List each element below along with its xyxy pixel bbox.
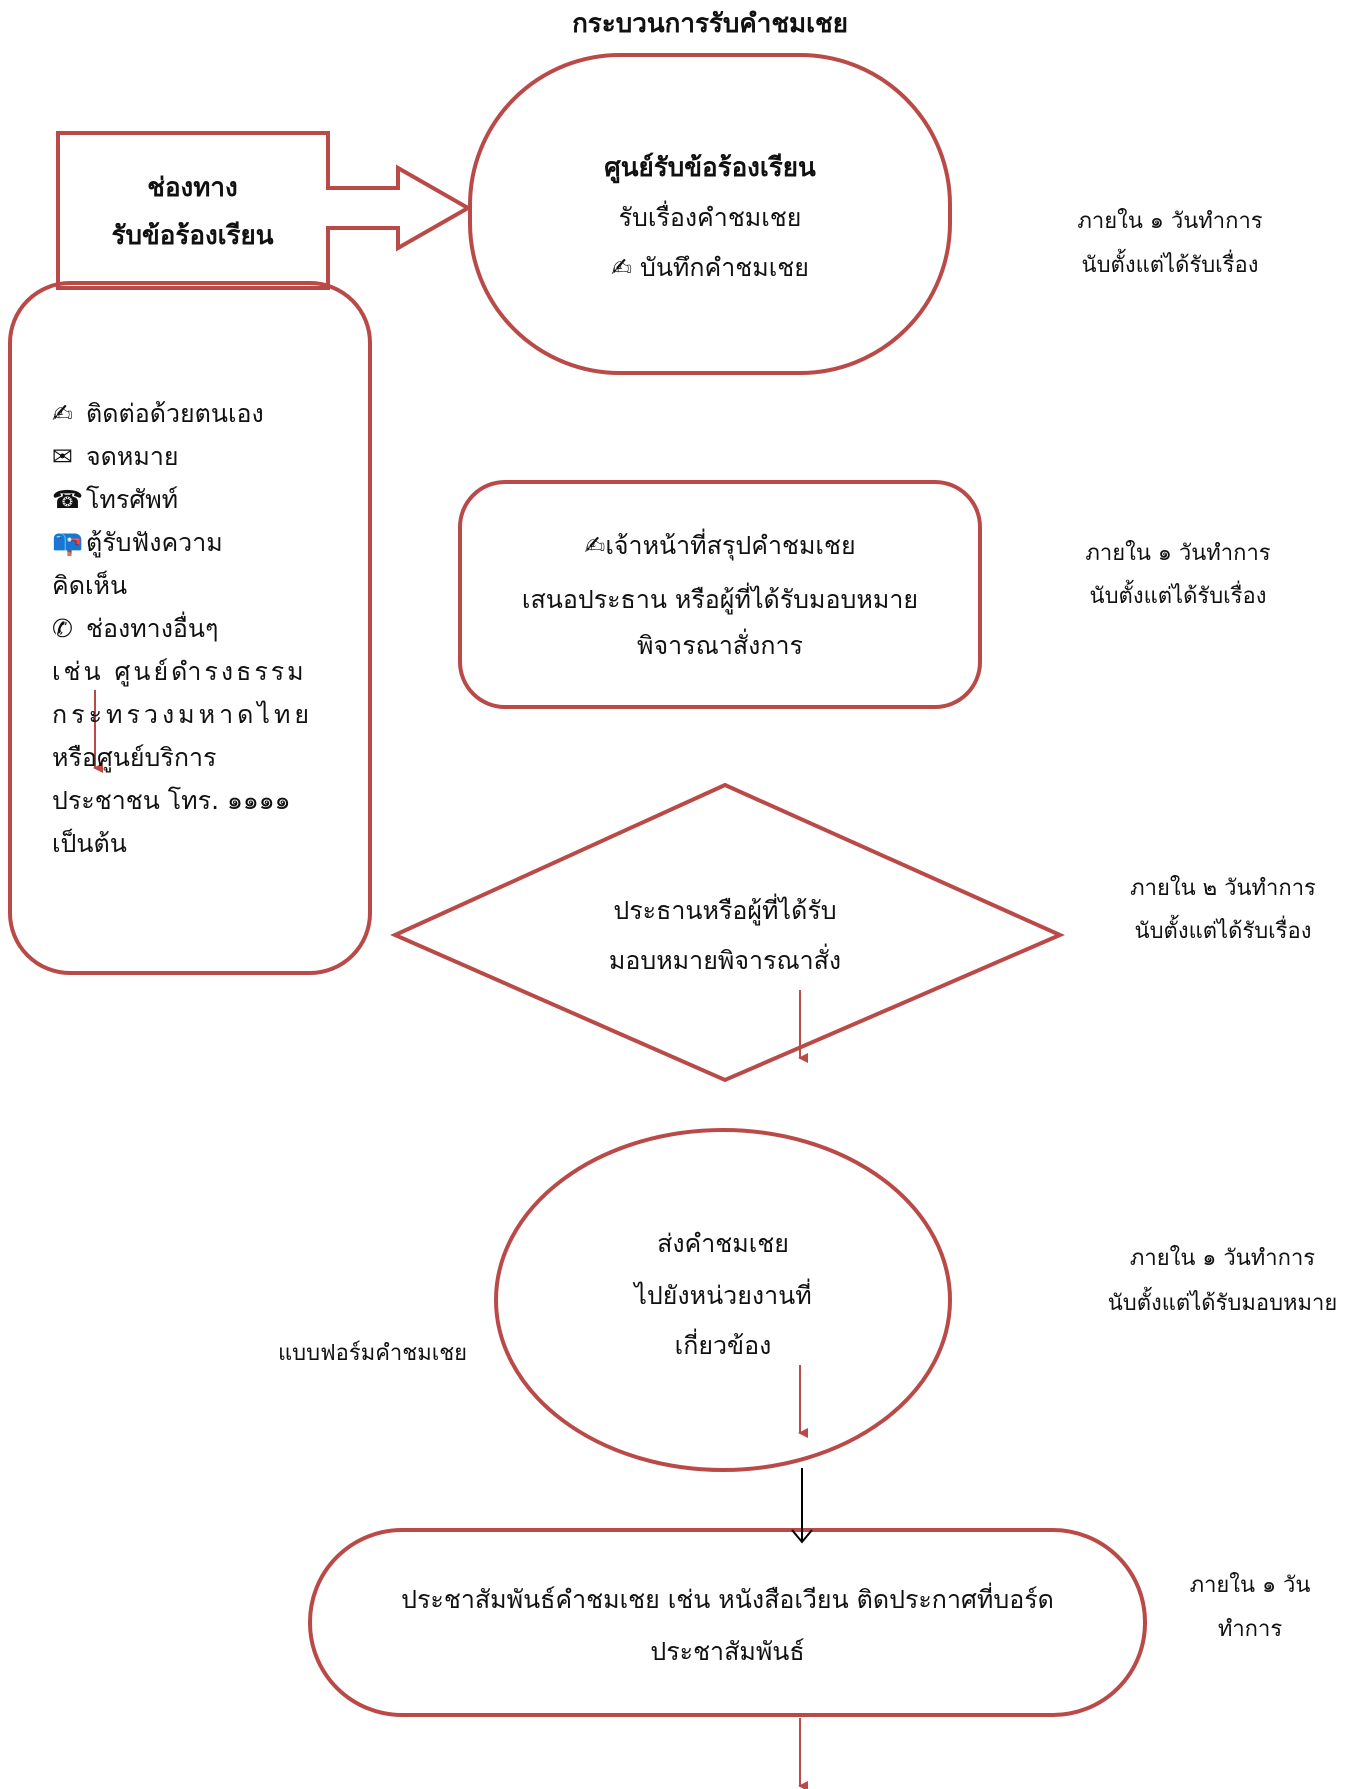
channels-list-shape [8, 281, 372, 975]
channel-desc-line: เป็นต้น [52, 829, 127, 858]
decision-diamond-shape [390, 782, 1065, 1083]
officer-summary-shape [458, 480, 982, 709]
timing-3-line1: ภายใน ๒ วันทำการ [1130, 876, 1316, 901]
pr-line2: ประชาสัมพันธ์ [650, 1637, 805, 1666]
channel-desc-line: หรือศูนย์บริการ [52, 743, 217, 772]
channel-item: 📪ตู้รับฟังความ [52, 521, 387, 564]
letter-icon: ✉ [52, 442, 73, 471]
channel-item-label: ช่องทางอื่นๆ [86, 614, 219, 643]
send-line3: เกี่ยวข้อง [674, 1331, 772, 1360]
officer-box-line1: เจ้าหน้าที่สรุปคำชมเชย [605, 531, 856, 560]
mailbox-icon: 📪 [52, 528, 84, 557]
page-title: กระบวนการรับคำชมเชย [572, 9, 848, 39]
officer-box-line1-row: ✍เจ้าหน้าที่สรุปคำชมเชย [470, 530, 970, 561]
channel-item-label: จดหมาย [86, 442, 179, 471]
channel-box-line1: ช่องทาง [147, 173, 238, 203]
channel-item-label: โทรศัพท์ [86, 485, 179, 514]
black-arrow-head [791, 1529, 813, 1544]
send-ellipse-shape [494, 1128, 952, 1472]
center-box-line1: รับเรื่องคำชมเชย [618, 203, 802, 232]
channel-item-label: ติดต่อด้วยตนเอง [86, 399, 264, 428]
channel-desc-line: กระทรวงมหาดไทย [52, 700, 314, 729]
complaint-center-shape [468, 53, 952, 375]
channel-desc-line: ประชาชน โทร. ๑๑๑๑ [52, 786, 291, 815]
center-box-line2: บันทึกคำชมเชย [639, 253, 809, 282]
writing-hand-icon: ✍ [584, 531, 606, 560]
decision-line2: มอบหมายพิจารณาสั่ง [608, 946, 842, 975]
timing-2-line1: ภายใน ๑ วันทำการ [1085, 541, 1271, 566]
phone-receiver-icon: ✆ [52, 614, 73, 643]
channel-box-line2: รับข้อร้องเรียน [111, 221, 274, 251]
timing-5-line2: ทำการ [1217, 1617, 1283, 1642]
channel-desc-line: เช่น ศูนย์ดำรงธรรม [52, 657, 307, 686]
telephone-icon: ☎ [52, 485, 84, 514]
send-line2: ไปยังหน่วยงานที่ [634, 1281, 812, 1310]
channel-item: ☎โทรศัพท์ [52, 478, 387, 521]
timing-3-line2: นับตั้งแต่ได้รับเรื่อง [1134, 919, 1312, 944]
channel-item-wrap: คิดเห็น [52, 571, 128, 600]
channel-arrow-shape [56, 131, 473, 290]
pr-pill-shape [308, 1528, 1147, 1717]
timing-4-line1: ภายใน ๑ วันทำการ [1129, 1246, 1316, 1271]
timing-5-line1: ภายใน ๑ วัน [1189, 1573, 1311, 1598]
officer-box-line3: พิจารณาสั่งการ [637, 631, 803, 660]
decision-line1: ประธานหรือผู้ที่ได้รับ [613, 896, 837, 925]
timing-1-line1: ภายใน ๑ วันทำการ [1077, 209, 1263, 234]
channels-list: ✍ ติดต่อด้วยตนเอง ✉ จดหมาย ☎โทรศัพท์ 📪ตู้ร… [52, 392, 387, 865]
channel-item-label: ตู้รับฟังความ [86, 528, 223, 557]
writing-hand-icon: ✍ [611, 253, 640, 282]
pr-line1: ประชาสัมพันธ์คำชมเชย เช่น หนังสือเวียน ต… [401, 1585, 1054, 1614]
channel-item: ✍ ติดต่อด้วยตนเอง [52, 392, 387, 435]
center-box-line2-row: ✍ บันทึกคำชมเชย [560, 252, 860, 283]
officer-box-line2: เสนอประธาน หรือผู้ที่ได้รับมอบหมาย [521, 585, 919, 614]
writing-hand-icon: ✍ [52, 399, 73, 428]
timing-2-line2: นับตั้งแต่ได้รับเรื่อง [1089, 584, 1267, 609]
channel-item: ✉ จดหมาย [52, 435, 387, 478]
send-line1: ส่งคำชมเชย [657, 1229, 789, 1258]
form-label: แบบฟอร์มคำชมเชย [278, 1341, 468, 1366]
center-box-title: ศูนย์รับข้อร้องเรียน [604, 153, 816, 183]
timing-4-line2: นับตั้งแต่ได้รับมอบหมาย [1107, 1291, 1338, 1316]
channel-item: ✆ ช่องทางอื่นๆ [52, 607, 387, 650]
timing-1-line2: นับตั้งแต่ได้รับเรื่อง [1081, 253, 1259, 278]
